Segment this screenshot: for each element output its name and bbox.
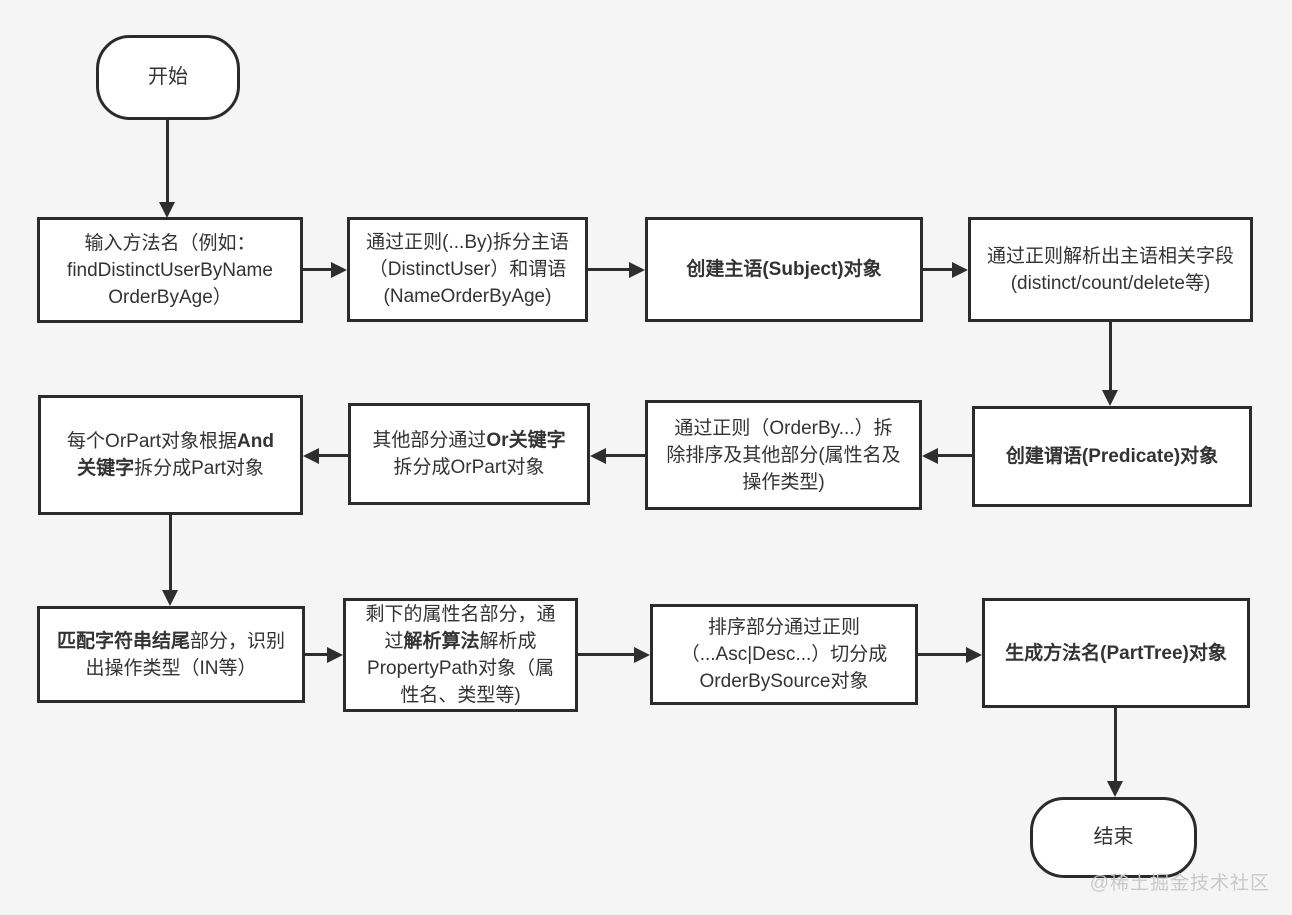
node-text-line: 排序部分通过正则 <box>707 617 860 638</box>
text-segment: And <box>237 431 274 452</box>
node-text-line: 过解析算法解析成 <box>384 628 536 655</box>
node-text-line: 其他部分通过Or关键字 <box>372 427 565 454</box>
text-segment: 解析算法 <box>403 631 480 652</box>
text-segment: 拆分成Part对象 <box>134 458 264 479</box>
node-text-line: 匹配字符串结尾部分，识别 <box>57 628 285 655</box>
arrowhead-left-icon <box>922 448 938 464</box>
arrow-create-predicate-to-strip-order-by <box>938 454 972 457</box>
node-split-and-parts: 每个OrPart对象根据And 关键字拆分成Part对象 <box>38 395 303 515</box>
watermark: @稀土掘金技术社区 <box>1089 873 1270 894</box>
node-text-line: 关键字拆分成Part对象 <box>77 455 264 482</box>
node-text-line: 创建谓语(Predicate)对象 <box>1005 446 1219 467</box>
node-parse-subject-fields: 通过正则解析出主语相关字段 (distinct/count/delete等) <box>968 217 1253 322</box>
text-segment: 关键字 <box>77 458 135 479</box>
arrowhead-right-icon <box>952 262 968 278</box>
node-create-predicate: 创建谓语(Predicate)对象 <box>972 406 1252 507</box>
arrow-strip-order-by-to-split-or <box>606 454 645 457</box>
node-create-part-tree: 生成方法名(PartTree)对象 <box>982 598 1250 708</box>
arrowhead-left-icon <box>303 448 319 464</box>
arrow-property-path-to-order-by-source <box>578 653 634 656</box>
node-text-line: 出操作类型（IN等） <box>85 657 257 679</box>
text-segment: 匹配字符串结尾 <box>56 630 190 652</box>
text-segment: 每个OrPart对象根据 <box>67 431 237 452</box>
arrowhead-right-icon <box>966 647 982 663</box>
node-split-subject-predicate: 通过正则(...By)拆分主语 （DistinctUser）和谓语 (NameO… <box>347 217 588 322</box>
node-text-line: 通过正则（OrderBy...）拆 <box>674 417 893 439</box>
arrow-part-tree-to-end <box>1114 708 1117 781</box>
node-strip-order-by: 通过正则（OrderBy...）拆 除排序及其他部分(属性名及 操作类型) <box>645 400 922 510</box>
node-text-line: 结束 <box>1093 826 1134 848</box>
node-text-line: 生成方法名(PartTree)对象 <box>1005 642 1227 664</box>
node-text-line: 性名、类型等) <box>400 685 521 706</box>
node-text-line: （DistinctUser）和谓语 <box>368 259 567 280</box>
arrow-start-to-input <box>166 118 169 202</box>
arrowhead-down-icon <box>1107 781 1123 797</box>
node-create-subject: 创建主语(Subject)对象 <box>645 217 923 322</box>
arrow-input-to-split-subject <box>303 268 331 271</box>
node-input-method-name: 输入方法名（例如： findDistinctUserByName OrderBy… <box>37 217 303 323</box>
node-text-line: 每个OrPart对象根据And <box>67 428 274 455</box>
node-text-line: OrderByAge） <box>108 286 232 308</box>
node-text-line: （...Asc|Desc...）切分成 <box>680 644 888 665</box>
text-segment: 过 <box>384 631 404 652</box>
text-segment: 解析成 <box>479 631 537 652</box>
arrowhead-left-icon <box>590 448 606 464</box>
text-segment: 其他部分通过 <box>372 430 487 451</box>
node-text-line: 操作类型) <box>742 471 825 493</box>
node-text-line: 通过正则解析出主语相关字段 <box>986 245 1234 267</box>
node-text-line: 通过正则(...By)拆分主语 <box>366 232 569 253</box>
node-text-line: (distinct/count/delete等) <box>1010 272 1211 294</box>
node-end: 结束 <box>1030 797 1197 878</box>
arrowhead-down-icon <box>159 202 175 218</box>
node-text-line: PropertyPath对象（属 <box>367 658 554 679</box>
node-text-line: (NameOrderByAge) <box>383 286 552 307</box>
arrow-parse-fields-to-create-predicate <box>1109 322 1112 390</box>
node-text-line: findDistinctUserByName <box>67 259 273 281</box>
node-text-line: OrderBySource对象 <box>699 671 869 692</box>
arrowhead-down-icon <box>162 590 178 606</box>
arrowhead-right-icon <box>629 262 645 278</box>
node-start: 开始 <box>96 35 240 120</box>
arrow-split-subject-to-create-subject <box>588 268 629 271</box>
arrowhead-down-icon <box>1102 390 1118 406</box>
node-text-line: 除排序及其他部分(属性名及 <box>666 444 901 466</box>
node-text-line: 输入方法名（例如： <box>84 232 256 254</box>
node-parse-property-path: 剩下的属性名部分，通 过解析算法解析成 PropertyPath对象（属 性名、… <box>343 598 578 712</box>
arrow-split-or-to-split-and <box>319 454 348 457</box>
node-text-line: 剩下的属性名部分，通 <box>365 604 556 625</box>
text-segment: Or关键字 <box>486 430 566 451</box>
node-text-line: 开始 <box>148 66 188 88</box>
node-text-line: 拆分成OrPart对象 <box>393 457 545 478</box>
arrow-split-and-to-match-suffix <box>169 515 172 590</box>
node-match-string-suffix: 匹配字符串结尾部分，识别 出操作类型（IN等） <box>37 606 305 703</box>
node-text-line: 创建主语(Subject)对象 <box>686 259 882 280</box>
arrow-order-by-source-to-part-tree <box>918 653 966 656</box>
arrowhead-right-icon <box>634 647 650 663</box>
arrow-match-suffix-to-property-path <box>305 653 327 656</box>
text-segment: 部分，识别 <box>190 630 286 652</box>
arrow-create-subject-to-parse-fields <box>923 268 952 271</box>
node-split-or-parts: 其他部分通过Or关键字 拆分成OrPart对象 <box>348 403 590 505</box>
arrowhead-right-icon <box>331 262 347 278</box>
arrowhead-right-icon <box>327 647 343 663</box>
node-split-order-by-source: 排序部分通过正则 （...Asc|Desc...）切分成 OrderBySour… <box>650 604 918 705</box>
